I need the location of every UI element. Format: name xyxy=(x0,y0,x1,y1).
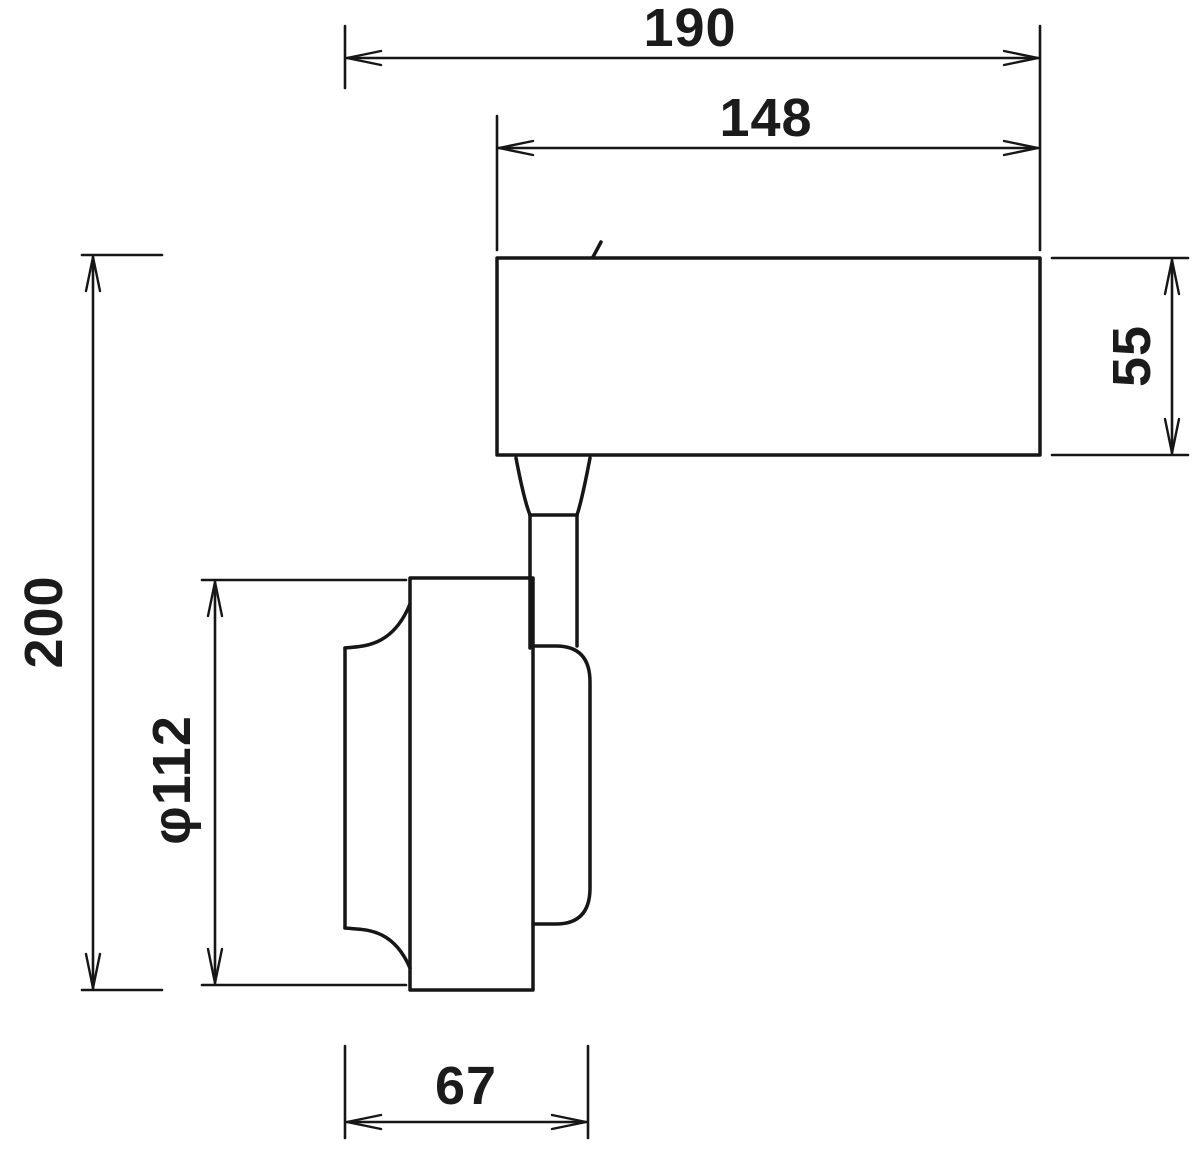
dim-base-diameter: φ112 xyxy=(142,578,408,987)
head-top-tick xyxy=(591,240,603,259)
arrowhead-right xyxy=(1002,49,1039,67)
base-cap-outline xyxy=(531,644,592,926)
dim-overall-height: 200 xyxy=(14,253,164,992)
arrowhead-left xyxy=(346,1113,383,1131)
arrowhead-left xyxy=(498,139,535,157)
neck-left-edge xyxy=(514,456,532,517)
arrowhead-top xyxy=(84,256,102,293)
arrowhead-top xyxy=(206,581,224,618)
dim-head-height-label: 55 xyxy=(1102,325,1162,387)
dim-overall-width: 190 xyxy=(343,0,1042,252)
arrowhead-top xyxy=(1163,259,1181,296)
arrowhead-right xyxy=(550,1113,587,1131)
dim-overall-height-label: 200 xyxy=(14,575,74,668)
lamp-head-outline xyxy=(495,256,1042,457)
dim-base-diameter-label: φ112 xyxy=(142,715,202,845)
collar-bottom-fillet xyxy=(343,926,412,970)
arrowhead-left xyxy=(346,49,383,67)
base-disc-outline xyxy=(408,576,535,992)
dim-base-depth: 67 xyxy=(343,1044,590,1140)
arrowhead-bottom xyxy=(1163,417,1181,454)
dim-base-depth-label: 67 xyxy=(435,1056,497,1116)
arrowhead-bottom xyxy=(84,952,102,989)
arrowhead-right xyxy=(1002,139,1039,157)
dim-head-length-label: 148 xyxy=(719,88,812,148)
dim-head-length: 148 xyxy=(495,88,1040,252)
collar-top-fillet xyxy=(343,602,412,650)
neck-right-edge xyxy=(575,456,592,517)
dim-overall-width-label: 190 xyxy=(643,0,736,58)
dim-head-height: 55 xyxy=(1050,256,1190,457)
arrowhead-bottom xyxy=(206,947,224,984)
fixture-outline xyxy=(343,240,1042,992)
